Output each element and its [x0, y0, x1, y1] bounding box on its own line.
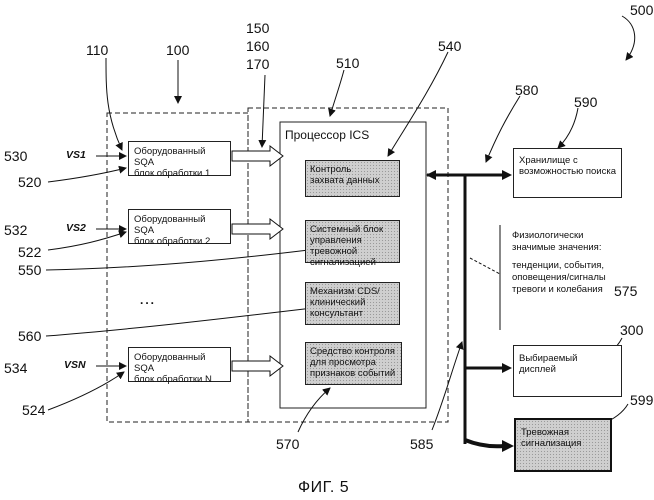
ref-540: 540 [438, 38, 461, 54]
module-alarm-management: Системный блок управления тревожной сигн… [305, 220, 400, 263]
module-cds-engine-line3: консультант [310, 308, 395, 319]
ellipsis: ... [140, 293, 156, 307]
searchable-storage-box: Хранилище с возможностью поиска [513, 148, 622, 198]
alarm-signaling-box: Тревожная сигнализация [514, 418, 612, 472]
sqa-block-1: Оборудованный SQA блок обработки 1 [128, 141, 231, 176]
ref-585: 585 [410, 436, 433, 452]
module-cds-engine: Механизм CDS/ клинический консультант [305, 282, 400, 325]
leader-585 [432, 342, 462, 430]
sqa1-to-ics-arrow [232, 146, 283, 166]
display-line1: Выбираемый [519, 353, 616, 364]
bus-processor-arrowhead [426, 170, 436, 180]
ref-110: 110 [86, 42, 108, 58]
ref-530: 530 [4, 148, 27, 164]
figure-caption: ФИГ. 5 [298, 479, 349, 497]
ref-534: 534 [4, 360, 27, 376]
ref-532: 532 [4, 222, 27, 238]
leader-575-dashed [470, 258, 500, 274]
leader-524 [48, 372, 124, 410]
ref-520: 520 [18, 174, 41, 190]
module-event-viewer-line2: для просмотра [310, 357, 397, 368]
physio-line3: тенденции, события, [512, 260, 606, 272]
module-data-capture: Контроль захвата данных [305, 160, 400, 197]
selectable-display-box: Выбираемый дисплей [513, 345, 622, 397]
module-cds-engine-line2: клинический [310, 297, 395, 308]
bus-to-alarm [465, 440, 504, 446]
ref-590: 590 [574, 94, 597, 110]
module-alarm-management-line3: сигнализацией [310, 257, 395, 268]
module-cds-engine-line1: Механизм CDS/ [310, 286, 395, 297]
physio-values-text: Физиологически значимые значения: тенден… [512, 230, 606, 296]
sqa-block-2: Оборудованный SQA блок обработки 2 [128, 209, 231, 244]
ref-300: 300 [620, 322, 643, 338]
ref-550: 550 [18, 262, 41, 278]
alarm-line2: сигнализация [521, 438, 605, 449]
sqa-block-n-line1: Оборудованный SQA [134, 352, 225, 374]
sqa-block-2-line2: блок обработки 2 [134, 236, 225, 247]
ref-570: 570 [276, 436, 299, 452]
module-event-viewer: Средство контроля для просмотра признако… [305, 342, 402, 385]
sqa-block-n-line2: блок обработки N [134, 374, 225, 385]
ref-522: 522 [18, 244, 41, 260]
sqa-block-1-line2: блок обработки 1 [134, 168, 225, 179]
storage-line2: возможностью поиска [519, 166, 616, 177]
alarm-line1: Тревожная [521, 427, 605, 438]
ref-170: 170 [246, 56, 269, 72]
ics-processor-title: Процессор ICS [285, 128, 369, 142]
ref-599: 599 [630, 392, 653, 408]
ref-100: 100 [166, 42, 189, 58]
sqa2-to-ics-arrow [232, 219, 283, 239]
ref-580: 580 [515, 82, 538, 98]
physio-line2: значимые значения: [512, 242, 606, 254]
leader-500 [622, 16, 635, 60]
ref-560: 560 [18, 328, 41, 344]
signal-vs1: VS1 [66, 149, 86, 161]
ref-510: 510 [336, 55, 359, 71]
sqa-block-1-line1: Оборудованный SQA [134, 146, 225, 168]
ref-160: 160 [246, 38, 269, 54]
bus-display-arrowhead [502, 363, 512, 373]
module-data-capture-line1: Контроль [310, 164, 395, 175]
signal-vsn: VSN [64, 359, 86, 371]
physio-line5: тревоги и колебания [512, 284, 606, 296]
display-line2: дисплей [519, 364, 616, 375]
leader-590 [558, 108, 578, 148]
module-alarm-management-line2: управления тревожной [310, 235, 395, 257]
module-event-viewer-line3: признаков событий [310, 368, 397, 379]
leader-150 [262, 75, 265, 147]
physio-line1: Физиологически [512, 230, 606, 242]
sqa-block-2-line1: Оборудованный SQA [134, 214, 225, 236]
module-data-capture-line2: захвата данных [310, 175, 395, 186]
physio-line4: оповещения/сигналы [512, 272, 606, 284]
ref-500: 500 [630, 2, 653, 18]
ref-575: 575 [614, 283, 637, 299]
storage-line1: Хранилище с [519, 155, 616, 166]
bus-storage-arrowhead [502, 170, 512, 180]
bus-alarm-arrowhead [502, 440, 514, 452]
ref-150: 150 [246, 20, 269, 36]
leader-522 [48, 232, 126, 250]
ref-524: 524 [22, 402, 45, 418]
module-event-viewer-line1: Средство контроля [310, 346, 397, 357]
leader-110 [106, 58, 122, 150]
leader-520 [48, 168, 126, 182]
signal-vs2: VS2 [66, 222, 86, 234]
module-alarm-management-line1: Системный блок [310, 224, 395, 235]
leader-510 [330, 70, 344, 116]
sqan-to-ics-arrow [232, 356, 283, 376]
sqa-block-n: Оборудованный SQA блок обработки N [128, 347, 231, 382]
